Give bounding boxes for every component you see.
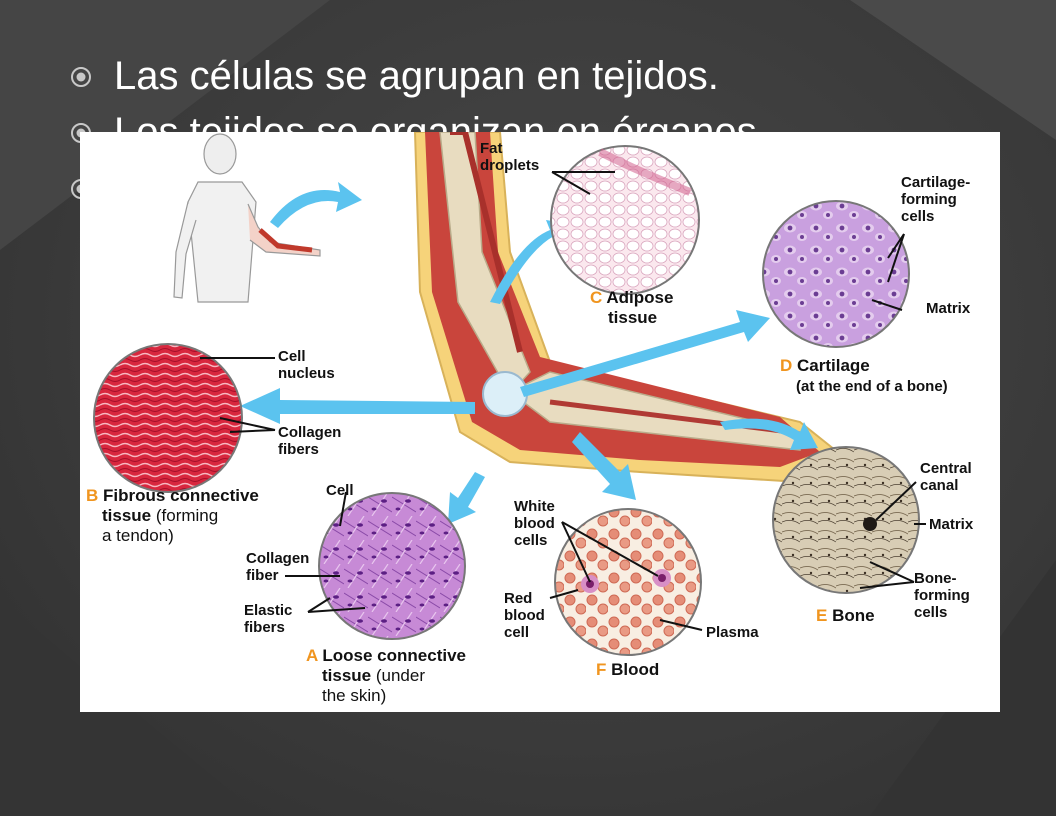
callout-text: Elastic xyxy=(244,602,293,619)
fibrous-callout-nucleus: Cell nucleus xyxy=(278,348,335,382)
callout-text: White xyxy=(514,498,555,515)
adipose-callout-fat-droplets: Fat droplets xyxy=(480,140,539,174)
panel-letter: C xyxy=(590,288,603,307)
callout-text: fibers xyxy=(244,619,285,636)
callout-text: cells xyxy=(914,604,948,621)
callout-text: droplets xyxy=(480,157,540,174)
panel-title: Fibrous connective xyxy=(103,486,259,505)
callout-text: Bone- xyxy=(914,570,957,587)
loose-title: A Loose connective tissue (under the ski… xyxy=(306,646,466,706)
panel-title-note: (under xyxy=(371,666,426,685)
cartilage-callout-cells: Cartilage- forming cells xyxy=(901,174,970,225)
panel-letter: E xyxy=(816,606,828,625)
panel-letter: F xyxy=(596,660,607,679)
cartilage-tissue-circle xyxy=(762,200,910,348)
blood-callout-red-cell: Red blood cell xyxy=(504,590,545,641)
bone-callout-matrix: Matrix xyxy=(929,516,974,533)
panel-title: Blood xyxy=(611,660,660,679)
callout-text: Collagen xyxy=(246,550,310,567)
blood-callout-white-cells: White blood cells xyxy=(514,498,555,549)
callout-text: cells xyxy=(901,208,935,225)
cartilage-callout-matrix: Matrix xyxy=(926,300,971,317)
callout-text: Collagen xyxy=(278,424,342,441)
callout-text: Cell xyxy=(278,348,306,365)
callout-text: forming xyxy=(901,191,957,208)
panel-letter: B xyxy=(86,486,99,505)
panel-title: Bone xyxy=(832,606,875,625)
callout-text: fiber xyxy=(246,567,279,584)
connective-tissue-figure: Fat droplets C Adipose tissue Cartilage-… xyxy=(80,132,1000,712)
callout-text: Red xyxy=(504,590,533,607)
callout-text: nucleus xyxy=(278,365,335,382)
panel-title-note: the skin) xyxy=(322,686,387,705)
bone-callout-central-canal: Central canal xyxy=(920,460,972,494)
callout-text: Fat xyxy=(480,140,503,157)
human-figure-illustration xyxy=(173,133,321,303)
bone-callout-forming-cells: Bone- forming cells xyxy=(914,570,970,621)
blood-circle xyxy=(554,508,702,656)
callout-text: Cartilage- xyxy=(901,174,971,191)
cartilage-title: D Cartilage (at the end of a bone) xyxy=(780,356,948,397)
panel-title-note: (forming xyxy=(151,506,219,525)
callout-text: fibers xyxy=(278,441,319,458)
bone-title: E Bone xyxy=(816,606,875,626)
loose-tissue-circle xyxy=(318,492,466,640)
callout-text: canal xyxy=(920,477,959,494)
loose-callout-collagen-fiber: Collagen fiber xyxy=(246,550,309,584)
panel-title: Loose connective xyxy=(322,646,466,665)
panel-title: Cartilage xyxy=(797,356,870,375)
callout-text: cells xyxy=(514,532,548,549)
bullet-target-icon xyxy=(71,67,91,87)
callout-lines xyxy=(200,171,926,631)
panel-title: tissue xyxy=(608,308,658,327)
blood-callout-plasma: Plasma xyxy=(706,624,759,641)
panel-letter: A xyxy=(306,646,318,665)
blood-title: F Blood xyxy=(596,660,659,680)
callout-text: blood xyxy=(514,515,555,532)
callout-text: Central xyxy=(920,460,972,477)
fibrous-title: B Fibrous connective tissue (forming a t… xyxy=(86,486,259,546)
panel-title-note: a tendon) xyxy=(102,526,174,545)
callout-text: forming xyxy=(914,587,970,604)
panel-subtitle: (at the end of a bone) xyxy=(796,378,948,395)
bullet-text: Las células se agrupan en tejidos. xyxy=(114,54,719,98)
loose-callout-cell: Cell xyxy=(326,482,354,499)
panel-title: tissue xyxy=(322,666,372,685)
central-canal xyxy=(863,517,877,531)
panel-title: Adipose xyxy=(606,288,674,307)
connector-arrows xyxy=(240,182,818,524)
callout-text: cell xyxy=(504,624,530,641)
callout-text: blood xyxy=(504,607,545,624)
panel-title: tissue xyxy=(102,506,152,525)
fibrous-callout-collagen: Collagen fibers xyxy=(278,424,341,458)
loose-callout-elastic: Elastic fibers xyxy=(244,602,292,636)
fibrous-tissue-circle xyxy=(93,343,243,493)
panel-letter: D xyxy=(780,356,793,375)
adipose-title: C Adipose tissue xyxy=(590,288,673,328)
bone-tissue-circle xyxy=(772,446,920,594)
figure-illustration xyxy=(93,132,926,656)
